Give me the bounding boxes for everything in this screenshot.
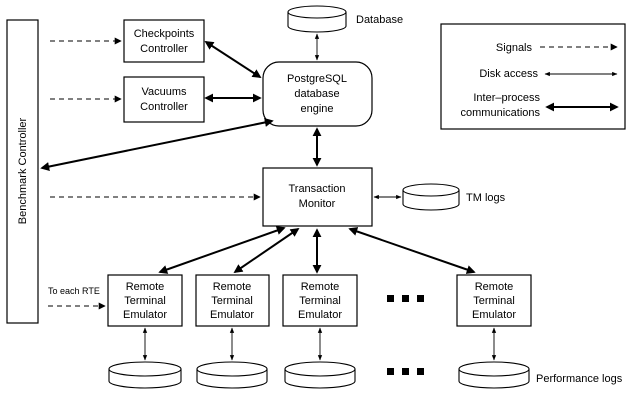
tm-line1: Transaction: [288, 183, 345, 195]
rte-box-1: Remote Terminal Emulator: [107, 274, 183, 327]
postgresql-engine: PostgreSQL database engine: [262, 61, 373, 127]
perf-log-cylinder-1: [108, 361, 182, 389]
rte2-line1: Remote: [213, 281, 252, 293]
transaction-monitor: Transaction Monitor: [262, 167, 373, 227]
rte-box-4: Remote Terminal Emulator: [456, 274, 532, 327]
rte-box-2: Remote Terminal Emulator: [195, 274, 270, 327]
rte3-line1: Remote: [301, 281, 340, 293]
perf-log-cylinder-2: [196, 361, 268, 389]
legend-signals-label: Signals: [496, 42, 533, 54]
ellipsis-dots-logs: [387, 368, 424, 375]
ipc-arrow-checkpoints-postgres: [204, 41, 262, 78]
ellipsis-dots-rte: [387, 295, 424, 302]
postgres-line2: database: [294, 88, 339, 100]
ipc-arrow-tm-rte1: [158, 226, 286, 274]
to-each-rte-label: To each RTE: [48, 286, 100, 296]
tm-logs-label: TM logs: [466, 192, 506, 204]
legend-disk-label: Disk access: [479, 68, 538, 80]
benchmark-controller: Benchmark Controller: [6, 19, 39, 324]
postgres-line3: engine: [300, 103, 333, 115]
perf-log-cylinder-3: [284, 361, 356, 389]
legend-ipc-line1: Inter–process: [473, 92, 540, 104]
checkpoints-controller: Checkpoints Controller: [123, 19, 205, 63]
vacuums-controller: Vacuums Controller: [123, 76, 205, 123]
rte4-line1: Remote: [475, 281, 514, 293]
legend-ipc-line2: communications: [461, 107, 541, 119]
vacuums-line1: Vacuums: [141, 86, 187, 98]
checkpoints-line1: Checkpoints: [134, 28, 195, 40]
rte-box-3: Remote Terminal Emulator: [282, 274, 358, 327]
rte1-line3: Emulator: [123, 309, 167, 321]
legend: Signals Disk access Inter–process commun…: [440, 23, 626, 130]
database-label: Database: [356, 14, 403, 26]
performance-logs-label: Performance logs: [536, 373, 623, 385]
rte4-line2: Terminal: [473, 295, 515, 307]
database-cylinder: Database: [287, 5, 403, 33]
rte2-line2: Terminal: [211, 295, 253, 307]
rte1-line1: Remote: [126, 281, 165, 293]
ipc-arrow-tm-rte4: [348, 227, 476, 274]
rte2-line3: Emulator: [210, 309, 254, 321]
ipc-arrow-benchmark-postgres: [40, 118, 274, 171]
ipc-arrow-tm-rte2: [233, 227, 300, 274]
perf-log-cylinder-4: [458, 361, 530, 389]
postgres-line1: PostgreSQL: [287, 73, 347, 85]
rte4-line3: Emulator: [472, 309, 516, 321]
rte3-line3: Emulator: [298, 309, 342, 321]
tm-line2: Monitor: [299, 198, 336, 210]
vacuums-line2: Controller: [140, 101, 188, 113]
rte1-line2: Terminal: [124, 295, 166, 307]
checkpoints-line2: Controller: [140, 43, 188, 55]
benchmark-controller-label: Benchmark Controller: [17, 117, 29, 224]
rte3-line2: Terminal: [299, 295, 341, 307]
tm-logs-cylinder: TM logs: [402, 183, 506, 211]
